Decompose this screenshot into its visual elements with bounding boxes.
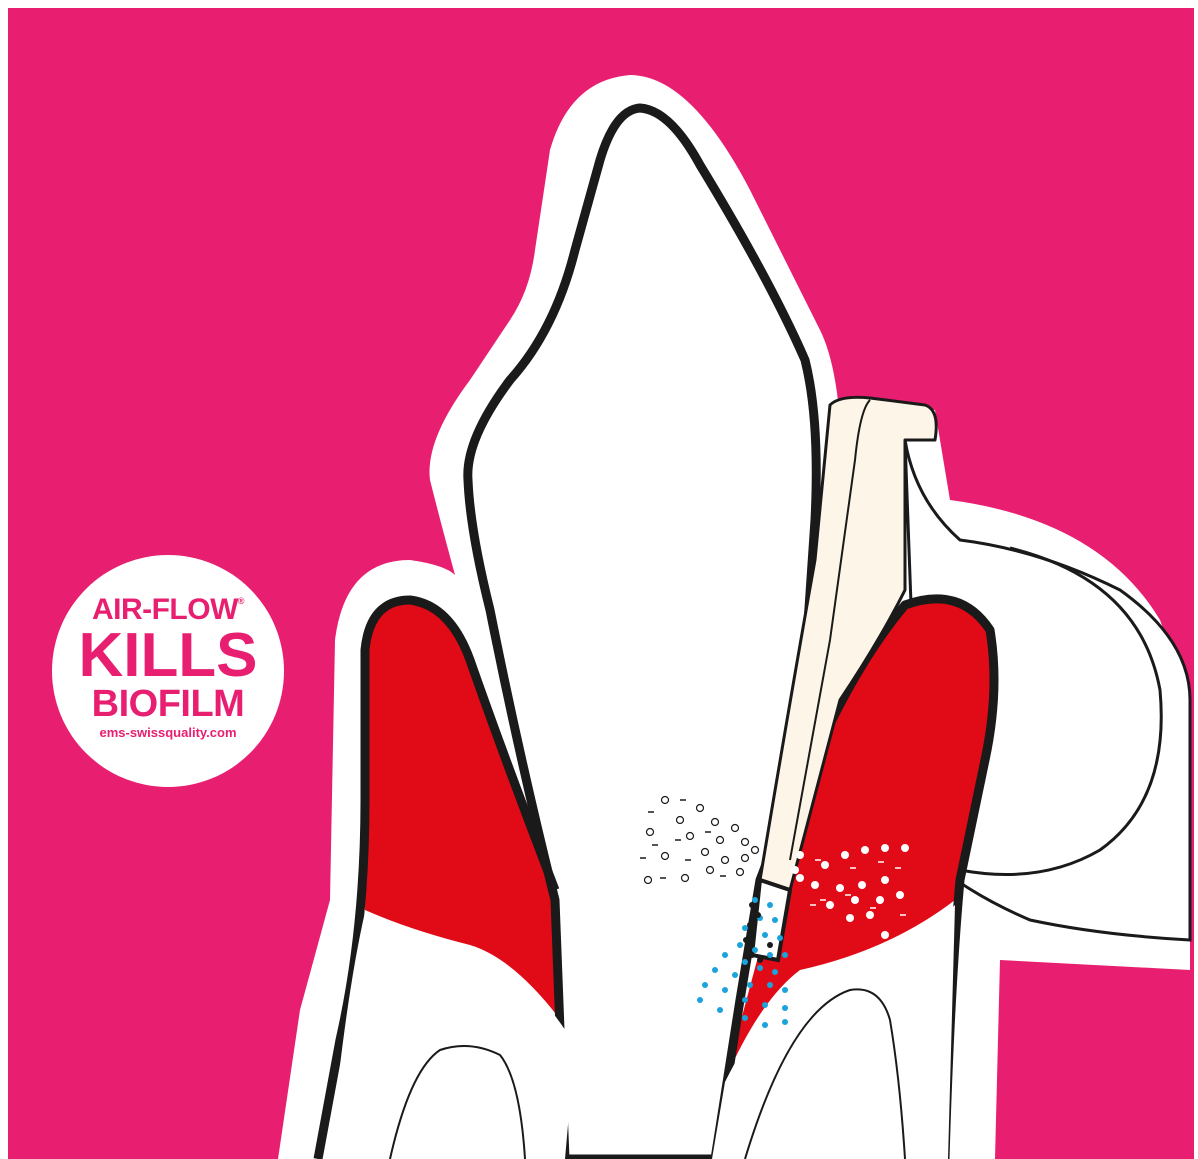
water-droplet [752,897,758,903]
badge-line-kills: KILLS [52,625,284,687]
water-droplet [712,967,718,973]
nozzle-particle [749,952,755,958]
nozzle-particle [749,902,755,908]
water-droplet [717,1007,723,1013]
spray-particle [796,874,804,882]
spray-particle [836,884,844,892]
spray-particle [732,825,739,832]
nozzle-particle [743,937,749,943]
water-droplet [752,947,758,953]
spray-particle [742,855,749,862]
spray-particle [645,877,652,884]
spray-particle [717,837,724,844]
spray-particle [881,844,889,852]
spray-particle [647,829,654,836]
water-droplet [777,935,783,941]
spray-particle [662,853,669,860]
water-droplet [762,1002,768,1008]
spray-particle [662,797,669,804]
water-droplet [782,1005,788,1011]
water-droplet [782,987,788,993]
spray-particle [866,911,874,919]
water-droplet [767,902,773,908]
spray-particle [791,866,799,874]
water-droplet [762,932,768,938]
water-droplet [697,997,703,1003]
spray-particle [752,847,759,854]
spray-particle [881,931,889,939]
water-droplet [782,952,788,958]
registered-mark: ® [238,596,244,606]
water-droplet [722,952,728,958]
spray-particle [811,881,819,889]
spray-particle [687,833,694,840]
water-droplet [732,972,738,978]
spray-particle [821,861,829,869]
nozzle-particle [755,912,761,918]
spray-particle [858,881,866,889]
water-droplet [722,987,728,993]
spray-particle [737,869,744,876]
spray-particle [722,857,729,864]
spray-particle [861,846,869,854]
water-droplet [772,969,778,975]
water-droplet [742,997,748,1003]
water-droplet [772,917,778,923]
nozzle-particle [747,922,753,928]
air-flow-badge: AIR-FLOW® KILLS BIOFILM ems-swissquality… [52,555,284,787]
spray-particle [901,844,909,852]
spray-particle [841,851,849,859]
spray-particle [707,867,714,874]
spray-particle [826,901,834,909]
water-droplet [742,959,748,965]
spray-particle [702,849,709,856]
spray-particle [697,805,704,812]
water-droplet [747,982,753,988]
nozzle-particle [757,957,763,963]
spray-particle [712,819,719,826]
spray-particle [876,896,884,904]
spray-particle [846,914,854,922]
water-droplet [702,982,708,988]
spray-particle [881,876,889,884]
badge-url: ems-swissquality.com [52,725,284,740]
water-droplet [742,925,748,931]
water-droplet [762,1022,768,1028]
spray-particle [896,891,904,899]
water-droplet [782,1019,788,1025]
water-droplet [737,942,743,948]
water-droplet [742,1015,748,1021]
spray-particle [677,817,684,824]
spray-particle [742,839,749,846]
water-droplet [767,952,773,958]
spray-particle [796,851,804,859]
spray-particle [682,875,689,882]
water-droplet [767,982,773,988]
nozzle-particle [767,942,773,948]
badge-line-biofilm: BIOFILM [52,685,284,723]
spray-particle [851,896,859,904]
water-droplet [757,965,763,971]
